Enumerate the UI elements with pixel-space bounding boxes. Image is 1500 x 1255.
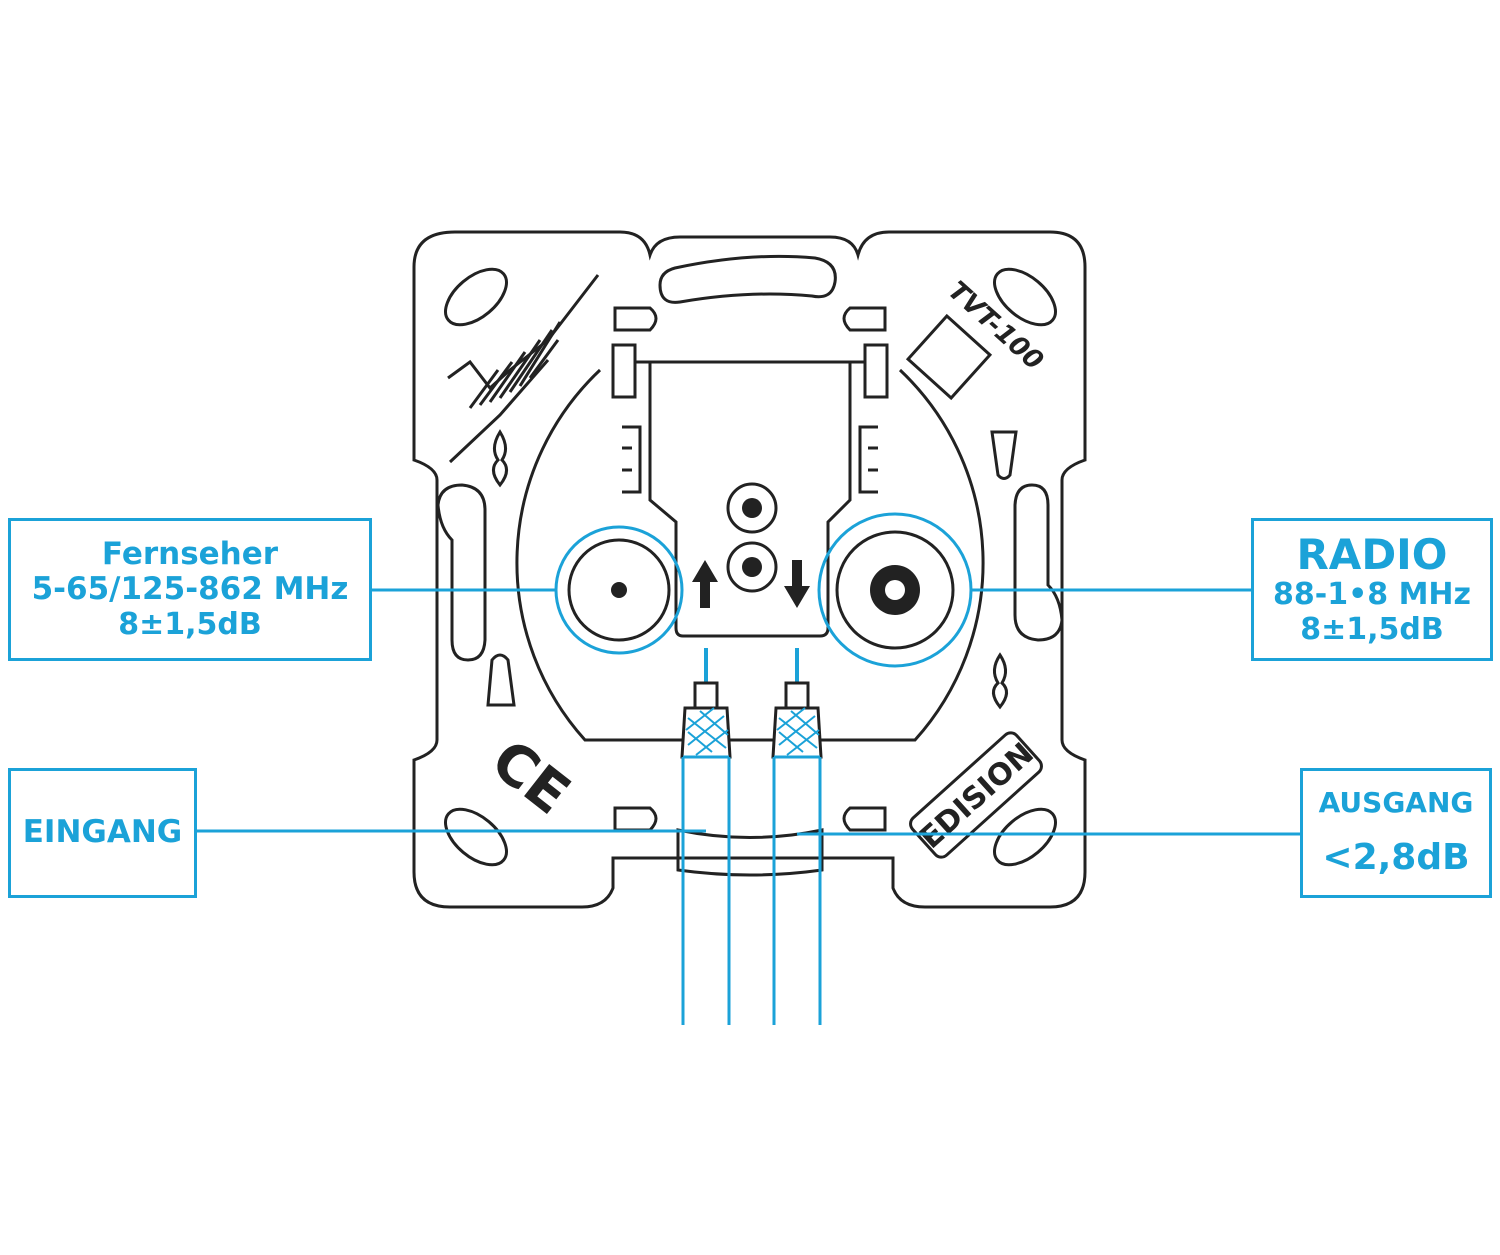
fernseher-label-box: Fernseher 5-65/125-862 MHz 8±1,5dB	[8, 518, 372, 661]
eingang-title: EINGANG	[22, 814, 183, 851]
module-latch-right	[863, 343, 889, 399]
plate-outline	[412, 230, 1087, 909]
fernseher-frequency: 5-65/125-862 MHz	[31, 571, 349, 608]
fernseher-attenuation: 8±1,5dB	[118, 606, 262, 642]
radio-port	[835, 530, 955, 650]
up-arrow-icon	[692, 560, 718, 608]
left-long-slot	[436, 483, 487, 662]
radio-frequency: 88-1•8 MHz	[1273, 577, 1471, 613]
test-port-upper	[726, 482, 778, 534]
brand-label: EDISION	[913, 736, 1040, 856]
leader-lines	[197, 588, 1300, 836]
fernseher-title: Fernseher	[101, 535, 279, 572]
bottom-slot	[676, 828, 824, 877]
mount-hole-bottom-left	[444, 807, 508, 867]
mount-hole-top-left	[444, 267, 508, 327]
inner-circle	[515, 368, 985, 742]
coax-cable-input	[680, 648, 732, 1025]
ce-mark: CE	[479, 728, 582, 828]
hatch-logo	[447, 274, 600, 464]
eingang-label-box: EINGANG	[8, 768, 197, 898]
module-latch-left	[611, 343, 637, 399]
test-port-lower	[726, 541, 778, 593]
down-arrow-icon	[784, 560, 810, 608]
mount-hole-top-right	[993, 267, 1057, 327]
tv-port	[567, 538, 671, 642]
radio-title: RADIO	[1296, 529, 1448, 579]
right-long-slot	[1013, 483, 1064, 642]
mount-hole-bottom-right	[993, 807, 1057, 867]
ausgang-attenuation: <2,8dB	[1322, 837, 1470, 879]
ausgang-title: AUSGANG	[1318, 786, 1474, 820]
model-badge-square	[905, 313, 993, 401]
coax-cable-output	[771, 648, 823, 1025]
corner-holes	[444, 267, 1057, 867]
radio-attenuation: 8±1,5dB	[1300, 611, 1444, 647]
ausgang-label-box: AUSGANG <2,8dB	[1300, 768, 1492, 898]
radio-label-box: RADIO 88-1•8 MHz 8±1,5dB	[1251, 518, 1493, 661]
brand-badge: EDISION	[909, 731, 1043, 859]
top-slot	[658, 254, 837, 304]
